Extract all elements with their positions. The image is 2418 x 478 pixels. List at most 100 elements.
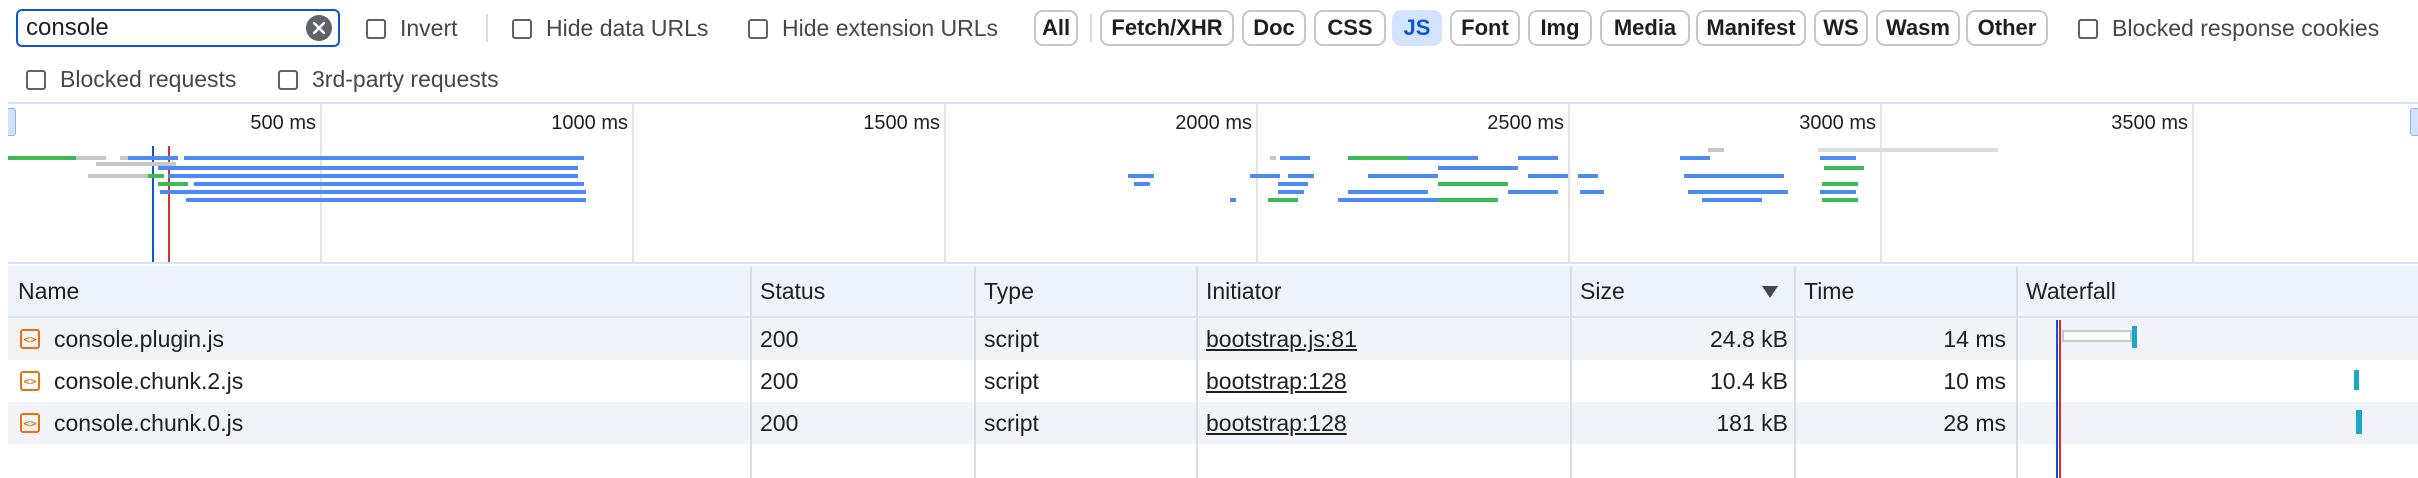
status-cell: 200 — [760, 325, 799, 352]
chip-label: Fetch/XHR — [1111, 15, 1223, 40]
column-header-status[interactable]: Status — [760, 277, 826, 304]
type-filter-all[interactable]: All — [1034, 10, 1078, 46]
filter-input[interactable] — [24, 13, 306, 43]
name-cell[interactable]: <> console.chunk.2.js — [20, 360, 243, 402]
blocked-response-cookies-checkbox[interactable]: Blocked response cookies — [2078, 15, 2379, 42]
overview-request-bar — [1702, 198, 1762, 202]
overview-request-bar — [128, 156, 178, 160]
overview-request-bar — [88, 174, 148, 178]
column-header-waterfall[interactable]: Waterfall — [2026, 277, 2116, 304]
type-filter-other[interactable]: Other — [1966, 10, 2048, 46]
initiator-link[interactable]: bootstrap.js:81 — [1206, 325, 1357, 352]
overview-request-bar — [76, 156, 106, 160]
hide-data-urls-checkbox[interactable]: Hide data URLs — [512, 15, 708, 42]
size-cell: 181 kB — [1716, 409, 1788, 436]
waterfall-dom-content-loaded-line — [2056, 320, 2058, 478]
checkbox-box[interactable] — [366, 18, 386, 39]
overview-right-handle[interactable] — [2410, 108, 2418, 136]
overview-request-bar — [1708, 148, 1724, 152]
type-filter-manifest[interactable]: Manifest — [1696, 10, 1806, 46]
overview-request-bar — [1578, 174, 1598, 178]
third-party-requests-label: 3rd-party requests — [312, 66, 499, 92]
tick-label: 3000 ms — [1799, 112, 1876, 134]
time-cell: 14 ms — [1943, 325, 2006, 352]
request-name: console.chunk.2.js — [54, 367, 244, 394]
type-filter-fetch-xhr[interactable]: Fetch/XHR — [1100, 10, 1234, 46]
checkbox-box[interactable] — [748, 18, 768, 39]
tick-label: 2500 ms — [1487, 112, 1564, 134]
third-party-requests-checkbox[interactable]: 3rd-party requests — [278, 66, 499, 93]
column-header-size[interactable]: Size — [1580, 277, 1625, 304]
chip-label: Font — [1461, 15, 1509, 40]
column-divider[interactable] — [1196, 266, 1198, 478]
type-filter-css[interactable]: CSS — [1314, 10, 1386, 46]
overview-request-bar — [1822, 198, 1858, 202]
tick-line — [2192, 104, 2194, 262]
overview-request-bar — [184, 156, 584, 160]
type-filter-font[interactable]: Font — [1450, 10, 1520, 46]
overview-left-handle[interactable] — [8, 108, 16, 136]
time-cell: 28 ms — [1943, 409, 2006, 436]
overview-request-bar — [1518, 156, 1558, 160]
script-file-icon: <> — [20, 329, 40, 349]
tick-line — [944, 104, 946, 262]
overview-request-bar — [194, 182, 584, 186]
size-cell: 24.8 kB — [1710, 325, 1788, 352]
blocked-requests-checkbox[interactable]: Blocked requests — [26, 66, 236, 93]
chip-label: Img — [1540, 15, 1580, 40]
checkbox-box[interactable] — [278, 69, 298, 90]
filter-input-wrapper[interactable] — [16, 9, 340, 47]
overview-request-bar — [1230, 198, 1236, 202]
checkbox-box[interactable] — [512, 18, 532, 39]
type-cell: script — [984, 325, 1039, 352]
network-requests-table: Name Status Type Initiator Size Time Wat… — [8, 266, 2418, 478]
column-header-time[interactable]: Time — [1804, 277, 1855, 304]
invert-checkbox[interactable]: Invert — [366, 15, 458, 42]
checkbox-box[interactable] — [2078, 18, 2098, 39]
column-divider[interactable] — [1570, 266, 1572, 478]
checkbox-box[interactable] — [26, 69, 46, 90]
column-divider[interactable] — [2016, 266, 2018, 478]
type-filter-media[interactable]: Media — [1600, 10, 1690, 46]
overview-request-bar — [1438, 182, 1508, 186]
hide-extension-urls-checkbox[interactable]: Hide extension URLs — [748, 15, 998, 42]
chip-label: CSS — [1327, 15, 1373, 40]
waterfall-queue-bar — [2062, 330, 2132, 342]
type-filter-wasm[interactable]: Wasm — [1876, 10, 1960, 46]
overview-request-bar — [158, 166, 578, 170]
column-header-type[interactable]: Type — [984, 277, 1034, 304]
type-filter-doc[interactable]: Doc — [1242, 10, 1306, 46]
chip-label: Other — [1977, 15, 2037, 40]
overview-request-bar — [168, 174, 578, 178]
network-overview-timeline[interactable]: 500 ms 1000 ms 1500 ms 2000 ms 2500 ms 3… — [8, 102, 2418, 264]
column-header-name[interactable]: Name — [18, 277, 80, 304]
overview-request-bar — [1288, 174, 1314, 178]
name-cell[interactable]: <> console.chunk.0.js — [20, 402, 243, 444]
table-row[interactable]: <> console.chunk.2.js 200 script bootstr… — [8, 360, 2418, 402]
type-filter-js[interactable]: JS — [1392, 10, 1442, 46]
initiator-cell[interactable]: bootstrap:128 — [1206, 360, 1347, 402]
type-filter-img[interactable]: Img — [1528, 10, 1592, 46]
hide-extension-urls-label: Hide extension URLs — [782, 15, 999, 41]
name-cell[interactable]: <> console.plugin.js — [20, 318, 224, 360]
initiator-link[interactable]: bootstrap:128 — [1206, 367, 1347, 394]
tick-line — [1880, 104, 1882, 262]
toolbar-divider — [486, 14, 488, 42]
column-divider[interactable] — [1794, 266, 1796, 478]
initiator-cell[interactable]: bootstrap:128 — [1206, 402, 1347, 444]
overview-request-bar — [1438, 198, 1498, 202]
script-file-icon: <> — [20, 371, 40, 391]
tick-label: 500 ms — [250, 112, 316, 134]
invert-label: Invert — [400, 15, 458, 41]
chip-label: WS — [1823, 15, 1859, 40]
type-filter-ws[interactable]: WS — [1814, 10, 1868, 46]
overview-request-bar — [1280, 156, 1310, 160]
column-divider[interactable] — [974, 266, 976, 478]
initiator-cell[interactable]: bootstrap.js:81 — [1206, 318, 1357, 360]
tick-label: 1000 ms — [551, 112, 628, 134]
waterfall-download-bar — [2132, 326, 2137, 348]
clear-filter-icon[interactable] — [306, 15, 332, 41]
initiator-link[interactable]: bootstrap:128 — [1206, 409, 1347, 436]
column-header-initiator[interactable]: Initiator — [1206, 277, 1282, 304]
column-divider[interactable] — [750, 266, 752, 478]
